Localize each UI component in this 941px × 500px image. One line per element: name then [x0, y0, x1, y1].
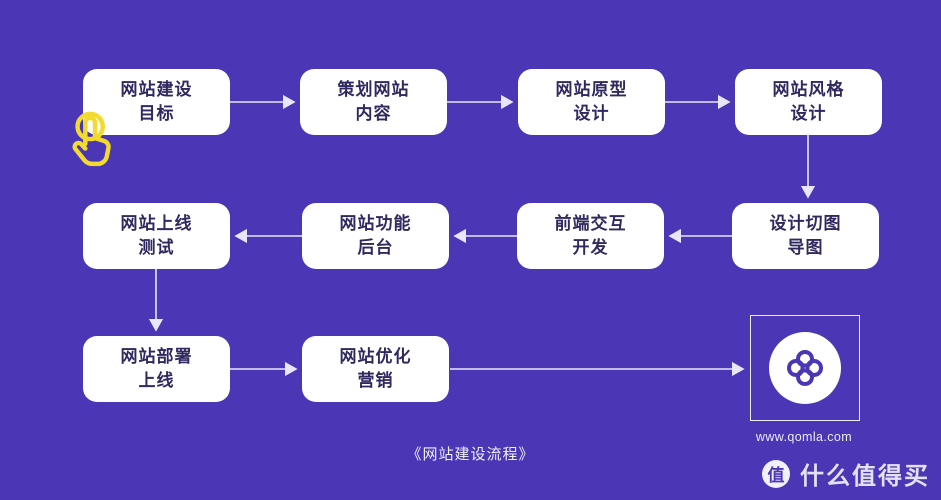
flow-node-marketing: 网站优化 营销 [302, 336, 449, 402]
flow-node-backend: 网站功能 后台 [302, 203, 449, 269]
flow-node-deploy: 网站部署 上线 [83, 336, 230, 402]
qomla-logo-circle [769, 332, 841, 404]
smzdm-badge-icon: 值 [762, 459, 790, 488]
smzdm-watermark: 值 什么值得买 [762, 456, 930, 491]
qomla-logo-frame [750, 315, 860, 421]
smzdm-brand-text: 什么值得买 [800, 463, 930, 490]
flow-node-test: 网站上线 测试 [83, 203, 230, 269]
flow-node-slicing: 设计切图 导图 [732, 203, 879, 269]
flow-node-prototype: 网站原型 设计 [518, 69, 665, 135]
qomla-website-url: www.qomla.com [755, 430, 853, 444]
flow-node-frontend: 前端交互 开发 [517, 203, 664, 269]
tap-hand-icon [72, 111, 111, 167]
diagram-caption: 《网站建设流程》 [406, 446, 535, 463]
flow-node-plan: 策划网站 内容 [300, 69, 447, 135]
flow-node-style: 网站风格 设计 [735, 69, 882, 135]
qomla-clover-icon [786, 349, 824, 387]
flow-node-goal: 网站建设 目标 [83, 69, 230, 135]
